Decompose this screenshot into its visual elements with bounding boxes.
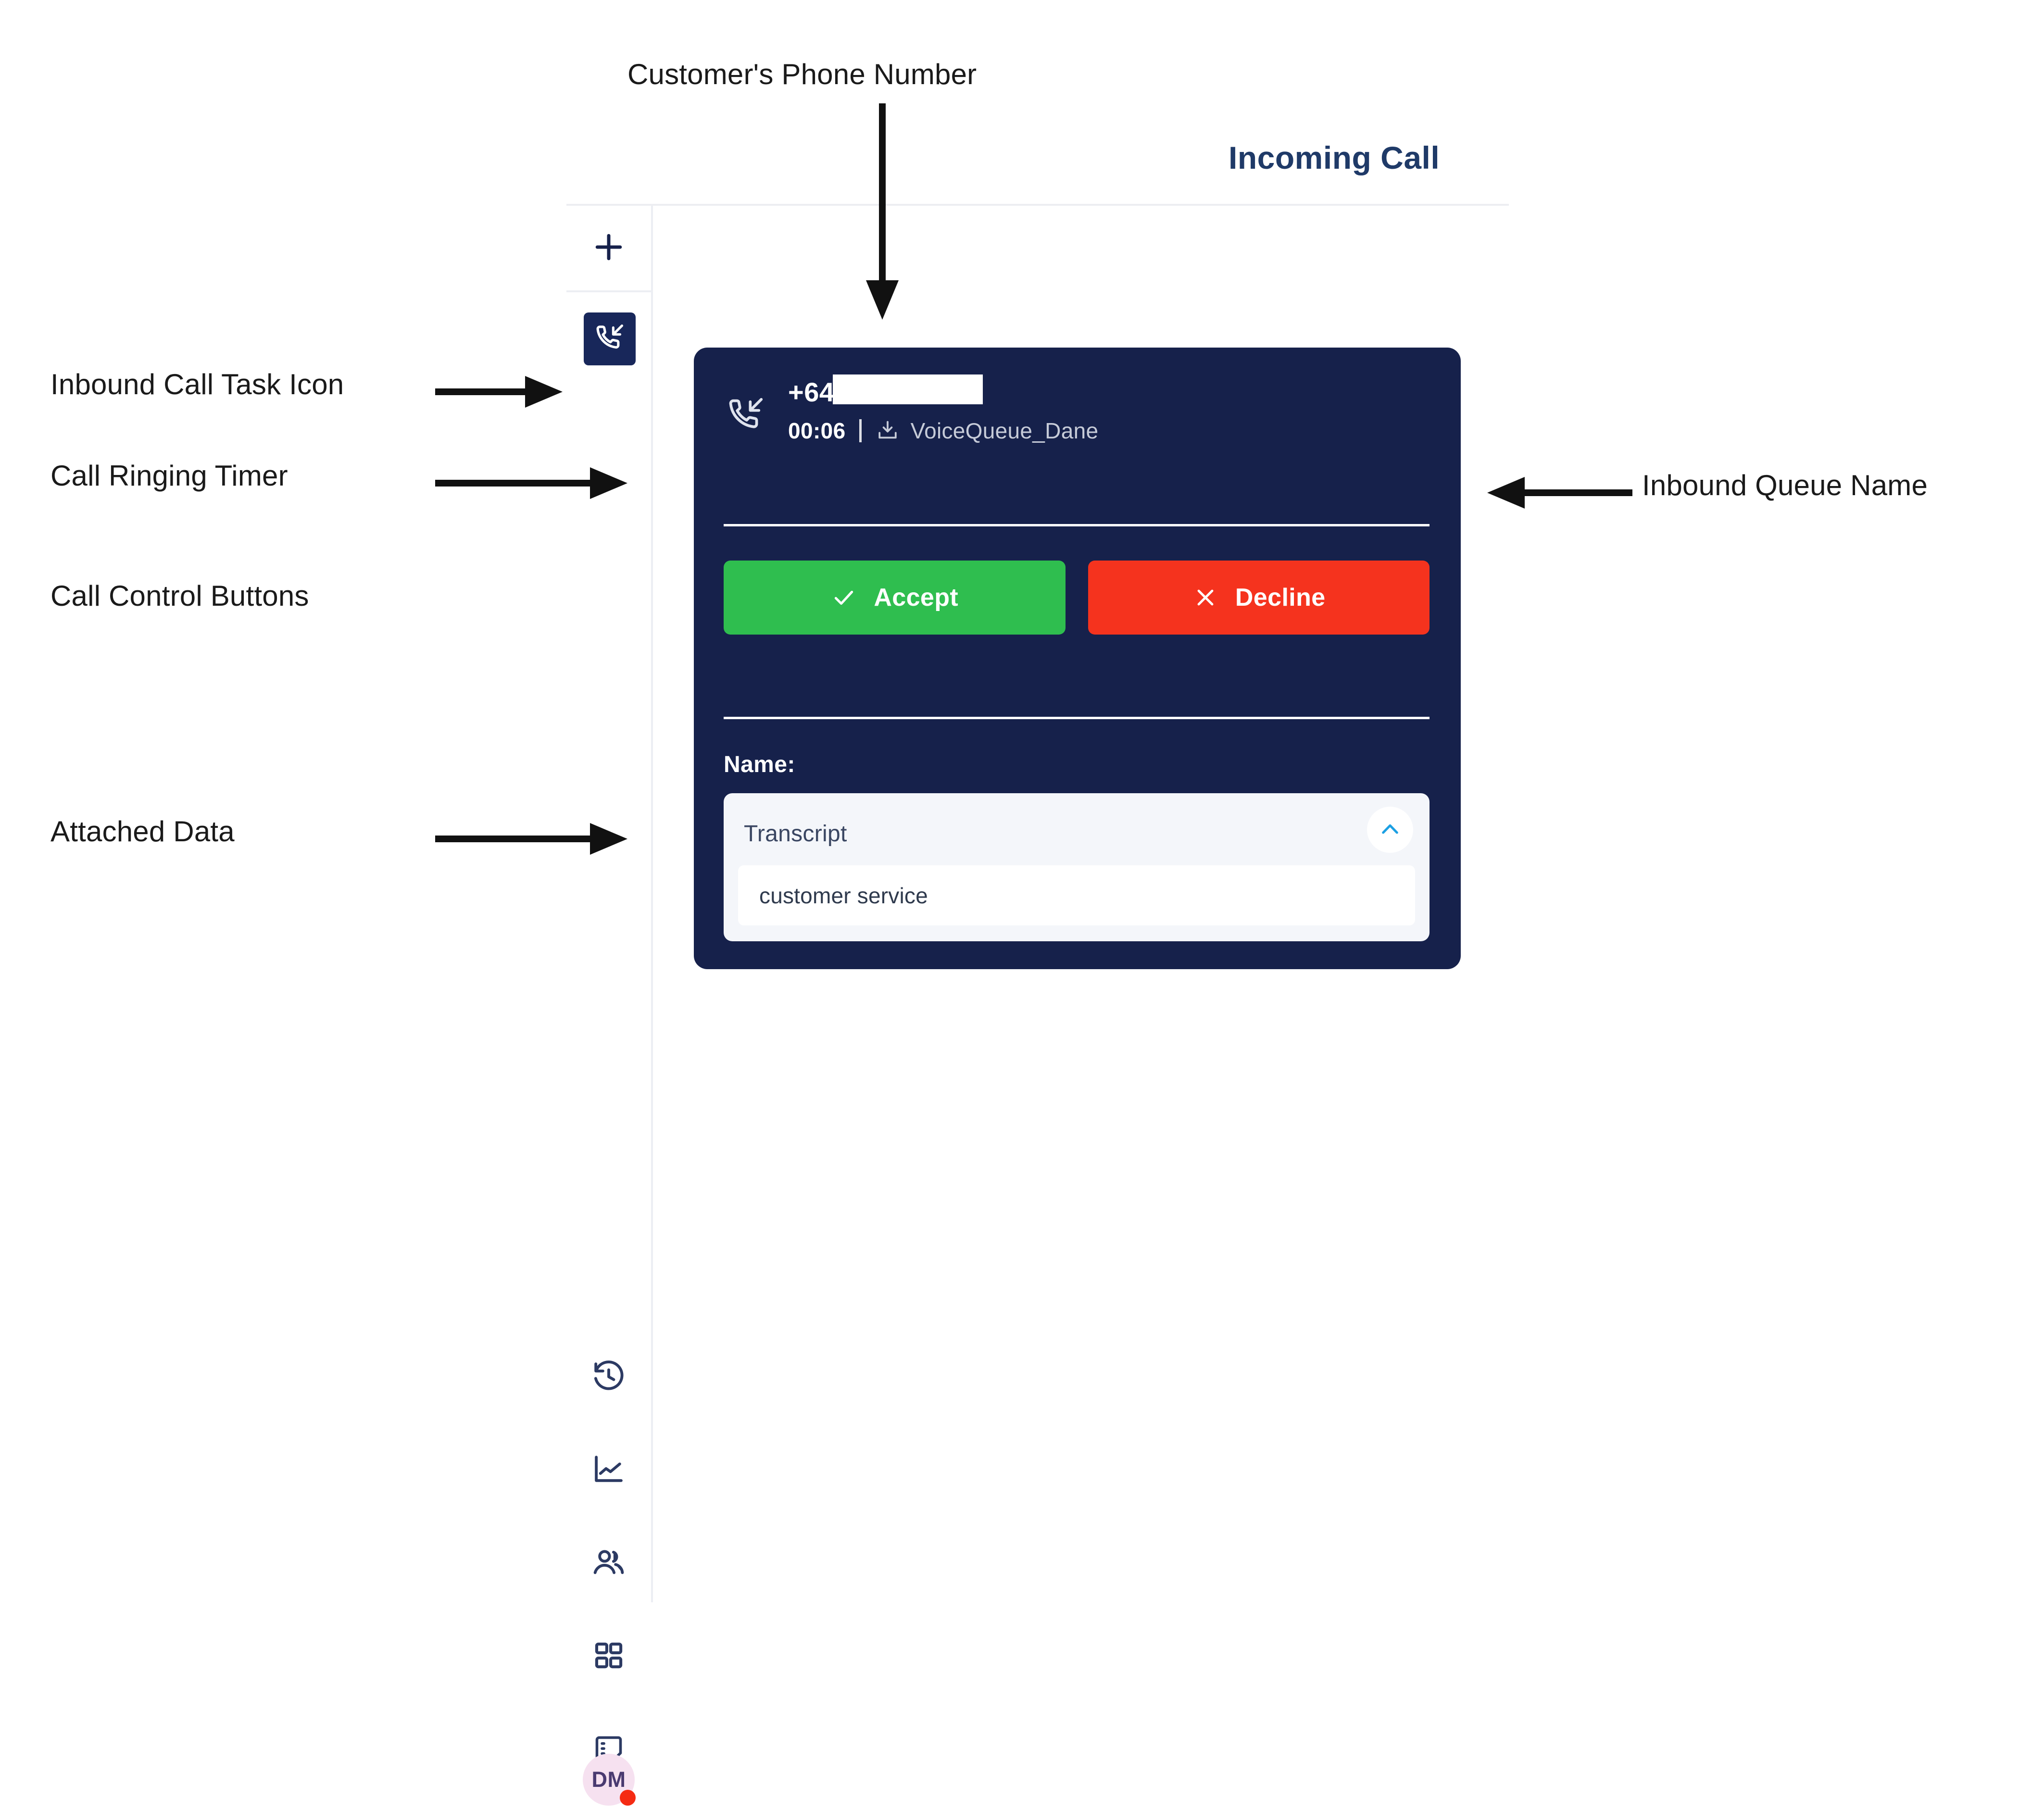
transcript-header: Transcript: [744, 807, 1413, 853]
sidebar-item-history[interactable]: [584, 1352, 634, 1402]
annotation-label-attached-data: Attached Data: [50, 815, 235, 848]
inbound-queue-name: VoiceQueue_Dane: [910, 418, 1099, 443]
incoming-call-card: +64 00:06 VoiceQueue_Dane: [694, 348, 1461, 969]
plus-icon: [590, 229, 627, 268]
annotation-label-inbound-call-task-icon: Inbound Call Task Icon: [50, 368, 344, 400]
call-ringing-timer: 00:06: [788, 418, 846, 443]
annotation-label-customers-phone-number: Customer's Phone Number: [627, 58, 977, 90]
accept-button[interactable]: Accept: [724, 561, 1066, 635]
call-card-header: +64 00:06 VoiceQueue_Dane: [723, 374, 1438, 444]
call-meta-row: 00:06 VoiceQueue_Dane: [788, 418, 1098, 444]
annotation-arrow-customers-phone-number: [861, 103, 918, 324]
people-icon: [591, 1545, 627, 1583]
avatar-initials: DM: [591, 1767, 626, 1792]
card-divider-bottom: [724, 717, 1430, 719]
phone-number-redaction: [832, 374, 983, 404]
check-icon: [830, 584, 857, 611]
annotation-label-inbound-queue-name: Inbound Queue Name: [1642, 469, 1928, 501]
transcript-content: customer service: [738, 865, 1415, 925]
rail-bottom-group: [566, 1352, 651, 1775]
chevron-up-icon: [1378, 817, 1403, 843]
inbound-call-icon: [723, 392, 769, 438]
transcript-panel: Transcript customer service: [724, 793, 1430, 941]
call-card-header-text: +64 00:06 VoiceQueue_Dane: [788, 374, 1098, 444]
sidebar-item-analytics[interactable]: [584, 1446, 634, 1496]
decline-button[interactable]: Decline: [1088, 561, 1430, 635]
customer-phone-number: +64: [788, 377, 835, 407]
left-icon-rail: DM: [566, 206, 653, 1806]
grid-apps-icon: [592, 1639, 626, 1675]
card-divider-top: [724, 524, 1430, 526]
header-divider: [566, 204, 1509, 206]
status-badge: [620, 1790, 636, 1806]
history-clock-icon: [591, 1359, 627, 1397]
inbound-call-icon: [593, 322, 626, 357]
attached-data-name-label: Name:: [724, 752, 795, 777]
sidebar-item-contacts[interactable]: [584, 1539, 634, 1589]
inbox-download-icon: [875, 418, 900, 443]
decline-button-label: Decline: [1235, 584, 1326, 611]
transcript-title: Transcript: [744, 821, 847, 847]
avatar[interactable]: DM: [583, 1754, 636, 1806]
sidebar-item-apps[interactable]: [584, 1632, 634, 1682]
annotation-label-call-ringing-timer: Call Ringing Timer: [50, 460, 288, 492]
transcript-text: customer service: [759, 883, 928, 908]
transcript-collapse-button[interactable]: [1367, 807, 1413, 853]
avatar-container: DM: [566, 1754, 651, 1806]
page-title: Incoming Call: [1229, 140, 1440, 175]
annotation-arrow-inbound-call-task-icon: [435, 373, 575, 411]
new-task-button[interactable]: [566, 206, 651, 292]
annotation-arrow-call-ringing-timer: [435, 464, 637, 502]
annotation-arrow-attached-data: [435, 820, 637, 858]
annotation-arrow-inbound-queue-name: [1479, 474, 1632, 512]
meta-separator: [859, 419, 862, 442]
line-chart-icon: [591, 1452, 627, 1490]
annotation-label-call-control-buttons: Call Control Buttons: [50, 580, 309, 612]
customer-phone-number-row: +64: [788, 374, 1098, 407]
x-icon: [1192, 584, 1219, 611]
sidebar-item-inbound-call-task[interactable]: [584, 312, 636, 365]
call-control-buttons: Accept Decline: [724, 561, 1430, 635]
accept-button-label: Accept: [874, 584, 959, 611]
